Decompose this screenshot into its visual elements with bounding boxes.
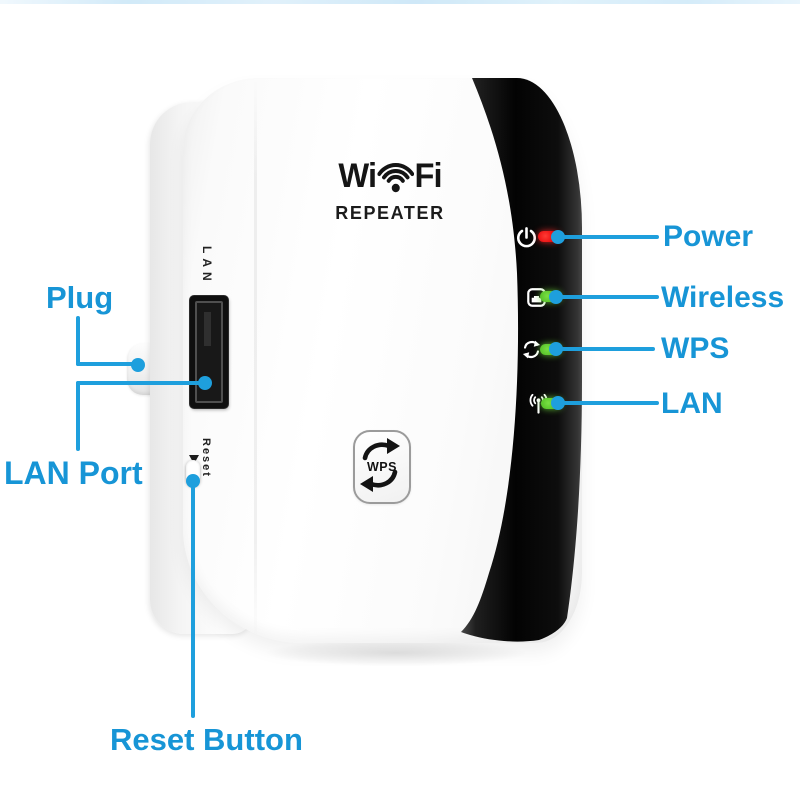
black-side-strip <box>461 78 582 642</box>
wps-callout-line <box>557 347 655 351</box>
plug-callout-dot <box>131 358 145 372</box>
reset-callout-dot <box>186 474 200 488</box>
lan-port-callout-line-h <box>76 381 207 385</box>
power-label: Power <box>663 220 754 253</box>
lan-port-notch <box>204 312 211 346</box>
power-callout-line <box>559 235 659 239</box>
side-reset-text: Reset <box>200 438 212 478</box>
wifi-logo: Wi Fi <box>323 156 457 196</box>
wireless-label: Wireless <box>661 281 785 314</box>
wifi-logo-wi: Wi <box>338 157 377 195</box>
reset-recess <box>189 455 199 464</box>
repeater-text: REPEATER <box>335 203 445 223</box>
antenna-icon <box>529 393 548 414</box>
reset-callout-line <box>191 478 195 718</box>
lan-port-callout-line-v <box>76 381 80 451</box>
plug-callout-line-v <box>76 316 80 366</box>
wifi-logo-fi: Fi <box>414 157 442 195</box>
power-callout-dot <box>551 230 565 244</box>
lan-port-callout-dot <box>198 376 212 390</box>
power-icon <box>517 227 536 248</box>
lan-callout-line <box>559 401 659 405</box>
wireless-callout-line <box>557 295 659 299</box>
wifi-signal-icon <box>377 163 414 193</box>
lan-port <box>190 296 228 408</box>
plug-callout-line-h <box>76 362 140 366</box>
wps-button-label: WPS <box>367 460 397 474</box>
side-face-edge <box>254 78 257 643</box>
lan-callout-dot <box>551 396 565 410</box>
wps-arrows-icon <box>360 438 400 492</box>
cropped-text-sliver <box>0 0 800 4</box>
plug-label: Plug <box>46 280 114 315</box>
lan-port-inner <box>195 301 223 403</box>
wps-button: WPS <box>353 430 411 504</box>
side-lan-text: LAN <box>200 246 214 286</box>
wps-callout-dot <box>549 342 563 356</box>
reset-button-label: Reset Button <box>110 722 303 757</box>
lan-label: LAN <box>661 387 723 420</box>
power-led <box>538 231 559 242</box>
wireless-callout-dot <box>549 290 563 304</box>
wps-sync-icon <box>522 340 541 359</box>
lan-port-label: LAN Port <box>4 455 143 491</box>
wps-label: WPS <box>661 332 730 365</box>
